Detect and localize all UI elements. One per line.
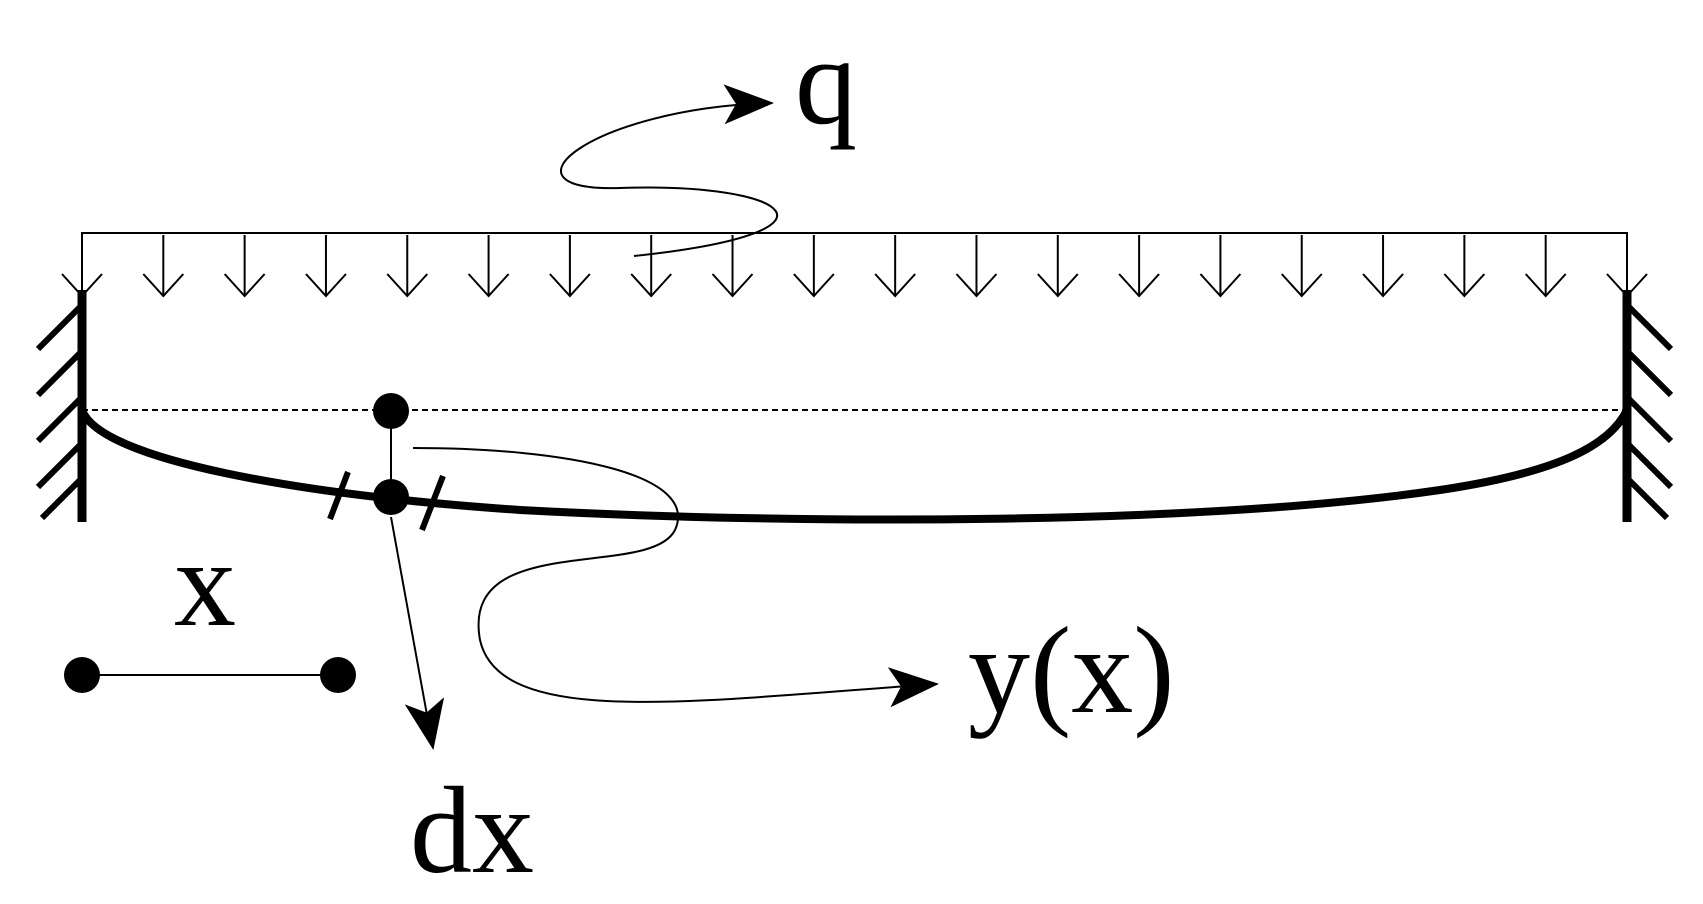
load-arrow xyxy=(630,235,672,298)
yx-leader-arrow xyxy=(412,447,939,708)
load-arrow-head xyxy=(793,273,835,298)
load-arrow-head xyxy=(955,273,998,298)
load-arrows xyxy=(61,235,1648,298)
section-tick-right xyxy=(419,474,446,532)
load-arrow-head xyxy=(630,273,672,298)
left-hatch xyxy=(35,302,85,352)
dx-leader-arrow xyxy=(390,516,445,750)
left-fixed-support xyxy=(35,290,87,522)
load-arrow xyxy=(1362,235,1404,298)
x-dimension xyxy=(64,657,356,693)
load-arrow-head xyxy=(1280,273,1323,298)
load-arrow-head xyxy=(386,273,429,298)
section-tick-left xyxy=(327,470,351,521)
x-dimension-end xyxy=(320,657,356,693)
right-fixed-support xyxy=(1622,290,1674,522)
load-arrow xyxy=(1280,235,1323,298)
left-hatch xyxy=(35,394,85,444)
load-arrow-head xyxy=(874,273,916,298)
load-label: q xyxy=(795,13,857,150)
load-arrow xyxy=(1199,235,1242,298)
axis-point xyxy=(373,393,409,429)
load-arrow xyxy=(467,235,510,298)
load-arrow xyxy=(223,235,266,298)
load-arrow xyxy=(1606,235,1648,298)
element-dx-marker xyxy=(327,393,446,532)
x-dimension-start xyxy=(64,657,100,693)
load-arrow-head xyxy=(549,273,591,298)
beam-point xyxy=(373,479,409,515)
load-arrow xyxy=(1118,235,1160,298)
right-hatch xyxy=(1624,348,1674,398)
load-arrow-head xyxy=(1199,273,1242,298)
load-arrow xyxy=(1443,235,1486,298)
load-arrow xyxy=(549,235,591,298)
load-arrow xyxy=(955,235,998,298)
position-label: x xyxy=(174,515,236,652)
load-arrow-head xyxy=(711,273,754,298)
load-arrow-head xyxy=(1524,273,1567,298)
load-arrow-head xyxy=(223,273,266,298)
left-hatch xyxy=(39,475,85,521)
load-arrow xyxy=(793,235,835,298)
right-hatch xyxy=(1624,302,1674,352)
load-arrow xyxy=(1037,235,1079,298)
left-hatch xyxy=(35,348,85,398)
left-hatch xyxy=(35,440,85,490)
load-arrow xyxy=(711,235,754,298)
distributed-load xyxy=(61,232,1648,298)
load-arrow-head xyxy=(467,273,510,298)
right-hatch xyxy=(1624,475,1670,521)
load-arrow xyxy=(874,235,916,298)
load-arrow-head xyxy=(1362,273,1404,298)
load-arrow xyxy=(61,235,103,298)
load-arrow xyxy=(305,235,347,298)
load-arrow xyxy=(142,235,185,298)
right-hatch xyxy=(1624,394,1674,444)
deflection-label: y(x) xyxy=(968,602,1175,739)
q-leader-arrow xyxy=(560,84,779,257)
load-arrow xyxy=(386,235,429,298)
load-arrow-head xyxy=(1443,273,1486,298)
deflected-beam xyxy=(78,408,1631,524)
load-arrow xyxy=(1524,235,1567,298)
load-arrow-head xyxy=(142,273,185,298)
load-arrow-head xyxy=(305,273,347,298)
right-hatch xyxy=(1624,440,1674,490)
load-arrow-head xyxy=(1118,273,1160,298)
element-label: dx xyxy=(410,762,534,899)
load-arrow-head xyxy=(1037,273,1079,298)
